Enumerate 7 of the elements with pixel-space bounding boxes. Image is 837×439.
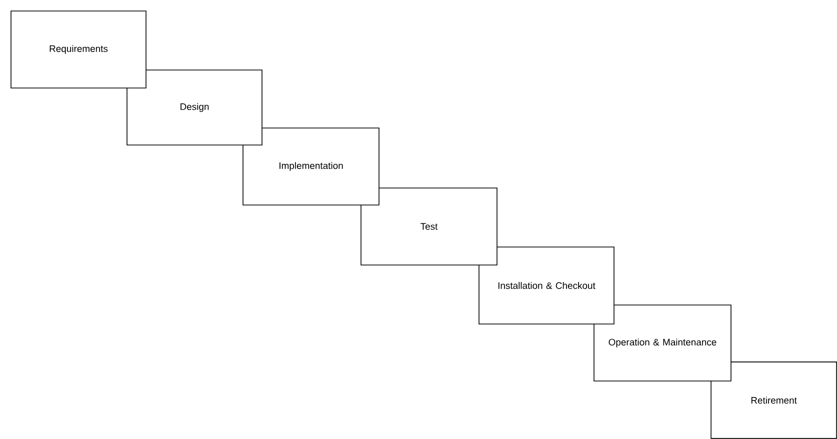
stage-box: Implementation [242,128,380,206]
stage-box: Retirement [710,362,837,439]
stage-box: Test [360,188,498,266]
stage-box: Operation & Maintenance [594,304,732,382]
stage-box: Design [126,70,262,146]
stage-box: Requirements [10,10,146,88]
stage-box: Installation & Checkout [478,246,614,324]
